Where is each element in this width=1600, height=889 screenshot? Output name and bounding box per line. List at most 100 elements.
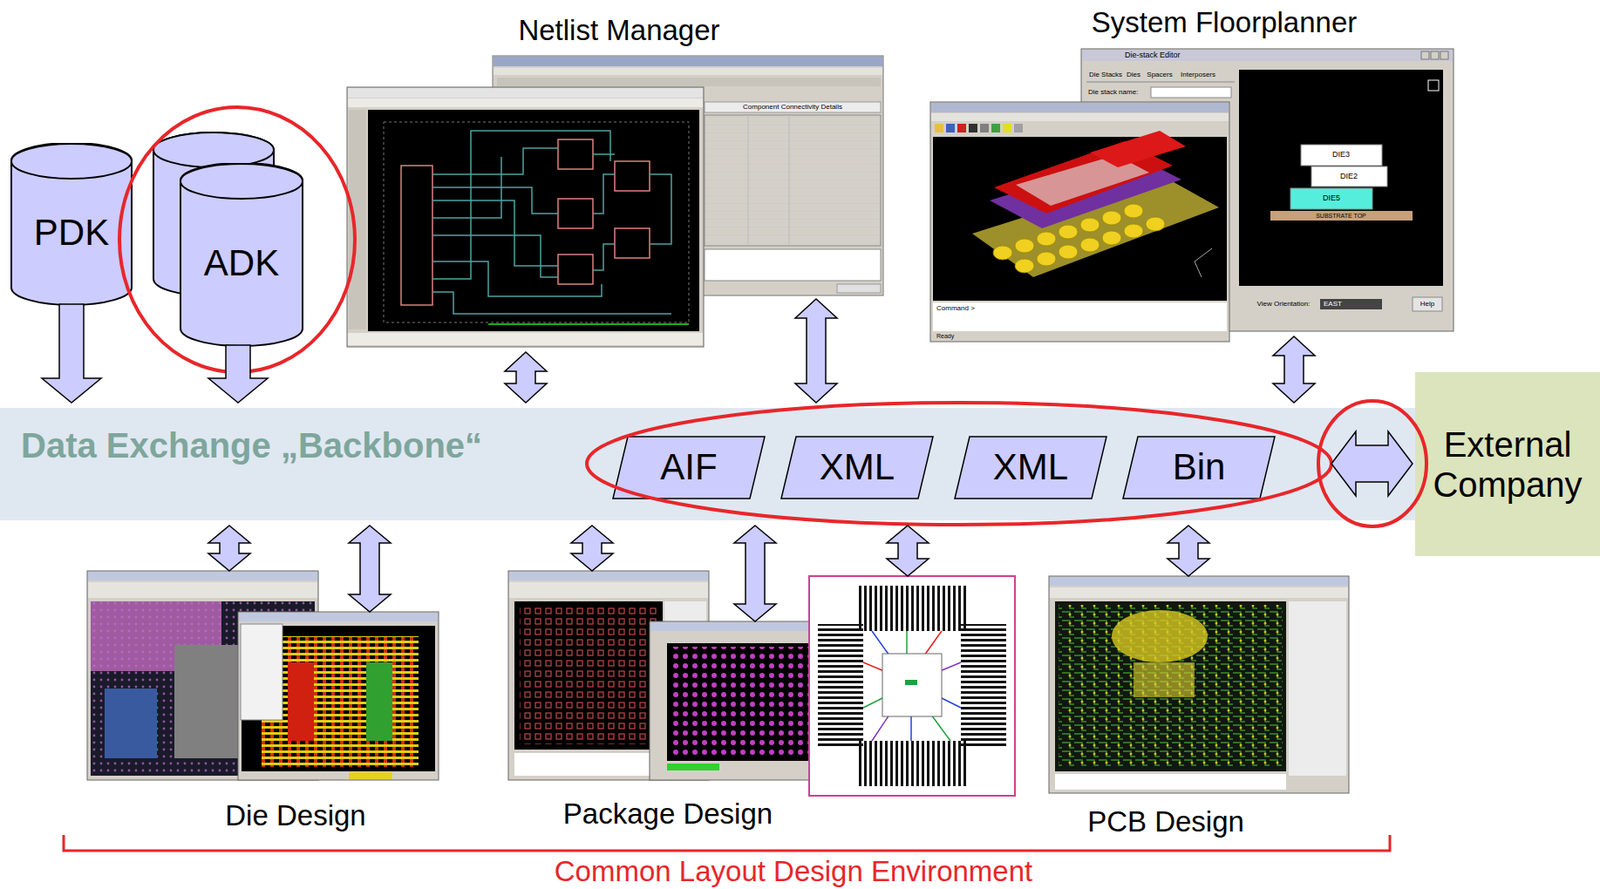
wire-bond-drawing-part [960, 624, 1007, 747]
wire-bond-drawing [809, 576, 1015, 797]
wire-bond-drawing-part-part [939, 662, 961, 672]
die-stack-editor-window-part [1311, 166, 1388, 187]
status-text: Ready [936, 333, 954, 341]
block-arrow [1273, 336, 1315, 403]
wire-bond-drawing-part-part [871, 714, 890, 742]
table-header: Component Connectivity Details [742, 103, 843, 112]
3d-viewer-window-part-part [1014, 258, 1035, 273]
3d-viewer-window-part-part [1102, 231, 1122, 246]
node-text: AIF [660, 447, 717, 488]
button-label: Help [1420, 300, 1435, 309]
highlight-ellipse [1318, 401, 1427, 527]
block-arrow [41, 304, 102, 403]
wire-bond-drawing-part-part [924, 631, 942, 656]
connectivity-manager-window-part [748, 115, 749, 246]
die-label: DIE3 [1332, 150, 1350, 160]
die-label: DIE2 [1340, 172, 1358, 182]
package-layout-screenshots-part [667, 763, 720, 771]
field-label: Die stack name: [1088, 88, 1138, 97]
schematic-editor-window-part [347, 98, 703, 108]
wire-bond-drawing-part [882, 653, 942, 717]
die-label: DIE5 [1322, 194, 1341, 204]
3d-viewer-window-part [991, 123, 1001, 133]
3d-viewer-window-part [1002, 123, 1012, 133]
field-label: Die stack name: [1088, 88, 1138, 97]
3d-viewer-window-part [946, 123, 955, 133]
die-stack-editor-window-part [1421, 51, 1430, 60]
parallelogram-shape-part [781, 436, 933, 499]
3d-viewer-window-part [968, 123, 978, 133]
schematic-editor-window-part [432, 130, 672, 314]
hidden-cylinder-part [153, 132, 274, 168]
die-label: DIE2 [1340, 172, 1358, 182]
3d-viewer-window-part-part [1123, 224, 1144, 239]
pdk-cylinder: PDK [10, 142, 133, 307]
format-parallelogram: AIF [612, 435, 766, 500]
pcb-layout-screenshot-part [1288, 601, 1347, 777]
connectivity-manager-window-part [789, 115, 790, 246]
wire-bond-drawing-part [856, 585, 968, 632]
3d-viewer-window-part [932, 302, 1227, 332]
pcb-design-panel: PCB Design [1048, 576, 1349, 838]
die-layout-screenshots [87, 571, 439, 781]
schematic-editor-window-part [383, 122, 689, 323]
3d-viewer-window-part [931, 102, 1229, 113]
die-design-panel: Die Design [87, 571, 439, 833]
block-arrow [208, 525, 251, 572]
package-layout-screenshots-part [509, 571, 709, 581]
package-layout-screenshots-part [671, 646, 829, 757]
table-header: Component Connectivity Details [742, 103, 843, 112]
tab-label: Interposers [1180, 71, 1216, 80]
node-text: XML [993, 447, 1069, 488]
schematic-editor-window-part [401, 165, 433, 306]
parallelogram-shape-part [1123, 436, 1275, 499]
3d-viewer-window-part [930, 102, 1230, 342]
die-stack-editor-window-part [1412, 297, 1443, 312]
pcb-layout-screenshot [1048, 576, 1349, 794]
block-arrow [886, 525, 929, 577]
connectivity-manager-window-part [493, 56, 883, 67]
command-prompt: Command > [936, 305, 975, 314]
node-text: Bin [1172, 447, 1226, 488]
3d-viewer-window-part [1194, 248, 1212, 262]
schematic-editor-window-part [488, 323, 689, 326]
parallelogram-shape-part [612, 436, 765, 499]
block-arrow [795, 299, 838, 403]
node-text: PDK [34, 212, 109, 253]
3d-viewer-window-part [980, 123, 989, 133]
3d-viewer-window-part-part [1014, 238, 1035, 253]
schematic-editor-window-part [558, 254, 593, 285]
die-stack-editor-window-part [1270, 211, 1413, 221]
adk-cylinder: ADK [179, 163, 304, 348]
substrate-label: SUBSTRATE TOP [1315, 212, 1367, 220]
package-layout-screenshots [508, 571, 838, 781]
block-arrow [504, 352, 547, 403]
pcb-layout-screenshot-part [1111, 610, 1208, 663]
tab-label: Spacers [1146, 71, 1172, 80]
package-design-panel: Package Design [508, 571, 1015, 833]
wire-bond-drawing-part-part [910, 714, 913, 742]
format-parallelogram: Bin [1122, 435, 1276, 500]
cylinder-shape-part [11, 143, 132, 179]
format-parallelogram: XML [780, 435, 934, 500]
tab-label: Dies [1126, 71, 1141, 80]
pcb-layout-screenshot-part [1055, 774, 1287, 790]
3d-viewer-window-part [1194, 261, 1202, 278]
connectivity-manager-window-part [837, 284, 881, 293]
node-text: Package Design [563, 797, 773, 831]
node-text: ADK [204, 243, 280, 284]
3d-viewer-window-part [1089, 130, 1186, 168]
wire-bond-drawing-part-part [863, 662, 885, 672]
3d-viewer-window-part [934, 123, 944, 133]
wire-bond-drawing-part [809, 576, 1015, 797]
highlight-ellipse [586, 402, 1332, 525]
field-label: View Orientation: [1257, 300, 1311, 309]
schematic-editor-window-part [347, 333, 703, 346]
netlist-manager-panel: Netlist Manager [347, 10, 884, 348]
die-layout-screenshots-part [348, 772, 393, 780]
wire-bond-drawing-part [856, 741, 968, 787]
schematic-editor-window [347, 87, 704, 348]
connectivity-manager-window-part [493, 68, 883, 75]
block-arrow [1331, 431, 1413, 497]
tab-label: Dies [1126, 71, 1141, 80]
